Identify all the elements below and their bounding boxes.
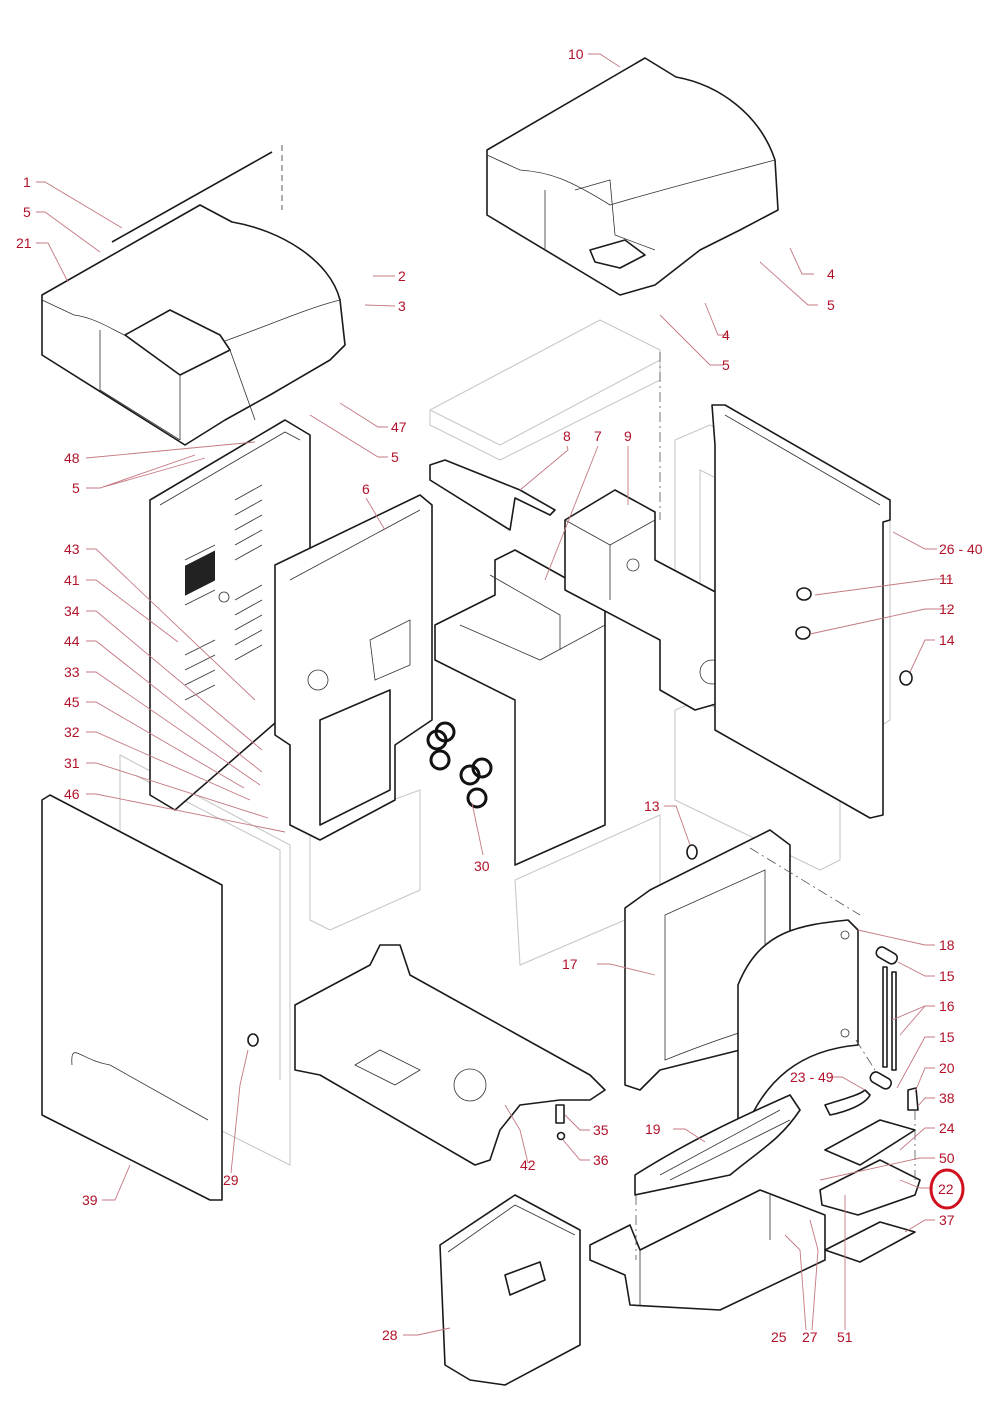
bracket-8 [429,459,556,531]
callout-26-40: 26 - 40 [939,541,983,557]
callout-5: 5 [23,204,31,220]
callout-42: 42 [520,1157,536,1173]
callout-32: 32 [64,724,80,740]
callout-8: 8 [563,428,571,444]
callout-10: 10 [568,46,584,62]
callout-2: 2 [398,268,406,284]
callout-20: 20 [939,1060,955,1076]
callout-37: 37 [939,1212,955,1228]
callout-14: 14 [939,632,955,648]
callout-47: 47 [391,419,407,435]
callout-51: 51 [837,1329,853,1345]
callout-5: 5 [391,449,399,465]
highlight-circle-22 [929,1168,965,1210]
callout-17: 17 [562,956,578,972]
callout-41: 41 [64,572,80,588]
screws-35-36 [555,1104,566,1141]
callout-28: 28 [382,1327,398,1343]
callout-36: 36 [593,1152,609,1168]
callout-1: 1 [23,174,31,190]
callout-6: 6 [362,481,370,497]
callout-9: 9 [624,428,632,444]
callout-16: 16 [939,998,955,1014]
leader-lines [36,53,952,1336]
chassis-7 [434,549,606,866]
callout-18: 18 [939,937,955,953]
rear-panel-26-40 [711,404,913,819]
callout-34: 34 [64,603,80,619]
callout-4: 4 [827,266,835,282]
callout-30: 30 [474,858,490,874]
callout-5: 5 [827,297,835,313]
callout-4: 4 [722,327,730,343]
callout-15: 15 [939,968,955,984]
callout-50: 50 [939,1150,955,1166]
callout-27: 27 [802,1329,818,1345]
callout-15: 15 [939,1029,955,1045]
callout-24: 24 [939,1120,955,1136]
callout-44: 44 [64,633,80,649]
callout-5: 5 [72,480,80,496]
callout-25: 25 [771,1329,787,1345]
callout-38: 38 [939,1090,955,1106]
rails-15-16 [869,946,919,1111]
top-cover-21 [41,145,346,446]
callout-23-49: 23 - 49 [790,1069,834,1085]
callout-21: 21 [16,235,32,251]
drip-tray-19-27 [589,1094,826,1311]
callout-22[interactable]: 22 [938,1181,954,1197]
water-tank-28 [439,1194,581,1386]
callout-5: 5 [722,357,730,373]
springs-30 [426,721,493,809]
front-door-39 [41,794,259,1201]
callout-7: 7 [594,428,602,444]
callout-19: 19 [645,1121,661,1137]
callout-39: 39 [82,1192,98,1208]
door-panel-18 [737,919,859,1131]
callout-46: 46 [64,786,80,802]
callout-35: 35 [593,1122,609,1138]
callout-43: 43 [64,541,80,557]
callout-13: 13 [644,798,660,814]
callout-29: 29 [223,1172,239,1188]
callout-33: 33 [64,664,80,680]
callout-3: 3 [398,298,406,314]
callout-11: 11 [939,571,954,587]
base-plate-42 [294,944,606,1166]
electronics-panel-6 [274,494,433,841]
callout-12: 12 [939,601,955,617]
top-cover-10 [486,57,779,296]
callout-48: 48 [64,450,80,466]
callout-labels: 1 5 21 2 3 47 5 48 5 10 4 5 4 5 8 7 9 6 … [16,46,983,1345]
small-trays [819,1089,921,1263]
callout-31: 31 [64,755,80,771]
callout-45: 45 [64,694,80,710]
assembly-lines [635,352,916,1260]
